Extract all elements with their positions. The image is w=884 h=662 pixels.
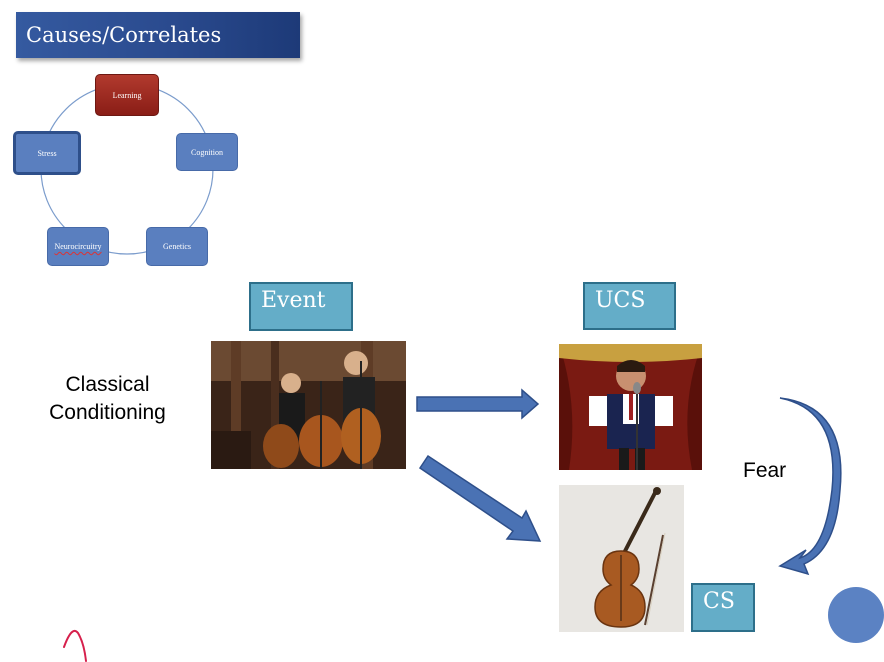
boy-microphone-photo <box>559 344 702 470</box>
cycle-node-cognition: Cognition <box>176 133 238 171</box>
arrow-diagonal <box>418 454 542 542</box>
navigation-circle-button[interactable] <box>828 587 884 643</box>
cycle-node-stress: Stress <box>13 131 81 175</box>
fear-text: Fear <box>743 459 787 482</box>
ucs-label: UCS <box>583 282 676 330</box>
cycle-node-label: Cognition <box>190 147 223 157</box>
red-pen-mark <box>63 629 87 662</box>
cycle-node-label: Learning <box>112 90 142 100</box>
event-label: Event <box>249 282 353 331</box>
curved-fear-arrow <box>778 397 842 576</box>
cycle-node-label: Stress <box>37 148 57 158</box>
classical-conditioning-text: Classical Conditioning <box>40 371 175 427</box>
orchestra-photo <box>211 341 406 469</box>
cello-photo <box>559 485 684 632</box>
slide-title-banner: Causes/Correlates <box>16 12 300 58</box>
slide-title: Causes/Correlates <box>26 23 222 47</box>
cycle-node-neurocircuitry: Neurocircuitry <box>47 227 109 266</box>
classical-text-line: Classical <box>65 373 150 396</box>
conditioning-text-line: Conditioning <box>49 401 166 424</box>
cycle-node-genetics: Genetics <box>146 227 208 266</box>
cs-label: CS <box>691 583 755 632</box>
boy-image <box>559 344 702 470</box>
cello-image <box>559 485 684 632</box>
cs-label-text: CS <box>703 589 735 614</box>
orchestra-image <box>211 341 406 469</box>
event-label-text: Event <box>261 288 326 313</box>
cycle-node-label: Neurocircuitry <box>54 242 102 251</box>
cycle-node-label: Genetics <box>163 242 191 251</box>
cycle-node-learning: Learning <box>95 74 159 116</box>
arrow-right <box>416 388 540 420</box>
ucs-label-text: UCS <box>595 288 646 313</box>
